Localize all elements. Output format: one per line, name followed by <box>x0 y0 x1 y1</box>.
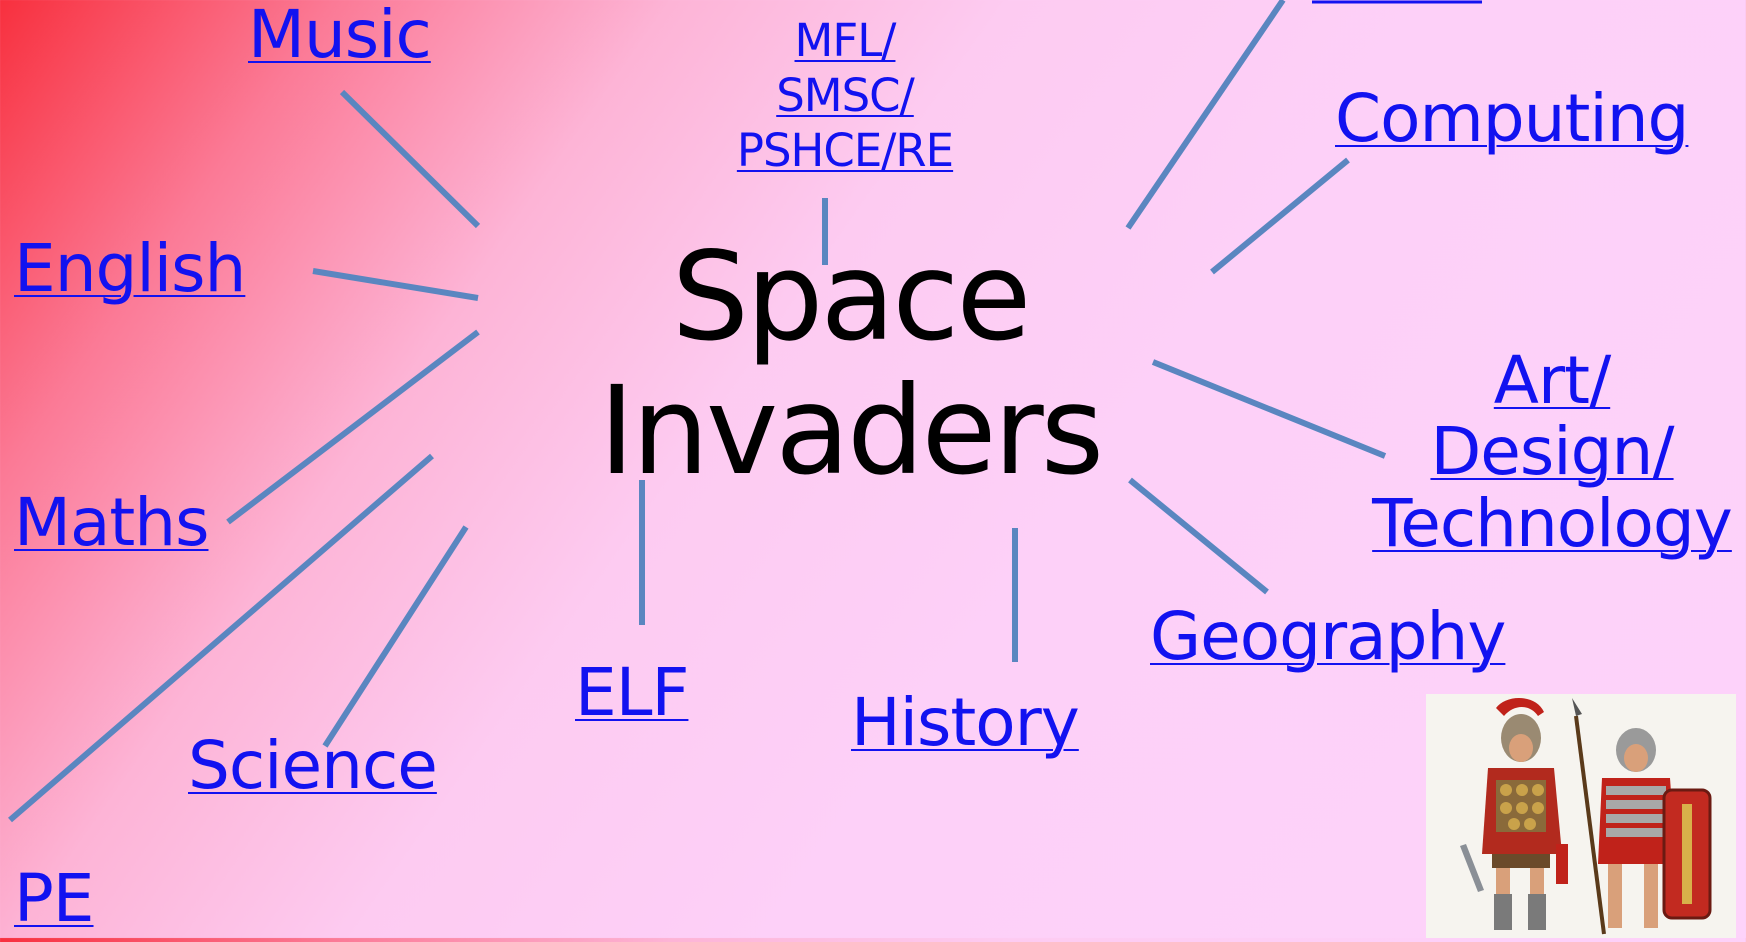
link-geography[interactable]: Geography <box>1150 598 1506 675</box>
link-mfl-smsc-pshce-re[interactable]: MFL/ SMSC/ PSHCE/RE <box>736 14 954 177</box>
link-music[interactable]: Music <box>248 0 432 73</box>
link-art-design-technology[interactable]: Art/ Design/ Technology <box>1372 342 1733 562</box>
roman-soldiers-image <box>1426 694 1736 938</box>
link-pe[interactable]: PE <box>14 860 95 937</box>
link-history[interactable]: History <box>851 684 1080 761</box>
connector-maths <box>226 329 480 525</box>
link-maths[interactable]: Maths <box>14 484 209 561</box>
connector-music <box>339 89 481 229</box>
link-science[interactable]: Science <box>188 727 438 804</box>
link-computing[interactable]: Computing <box>1335 80 1689 157</box>
connector-science <box>322 525 469 748</box>
connector-english <box>312 268 479 301</box>
soldier-left <box>1460 697 1568 930</box>
soldier-right <box>1572 698 1712 935</box>
connector-pe <box>8 453 434 823</box>
link-elf[interactable]: ELF <box>575 654 689 731</box>
connector-topright <box>1125 0 1286 230</box>
connector-geography <box>1128 477 1269 595</box>
connector-computing <box>1210 157 1350 275</box>
title: Space Invaders <box>598 226 1104 503</box>
link-english[interactable]: English <box>14 230 246 307</box>
connector-art <box>1151 359 1387 459</box>
